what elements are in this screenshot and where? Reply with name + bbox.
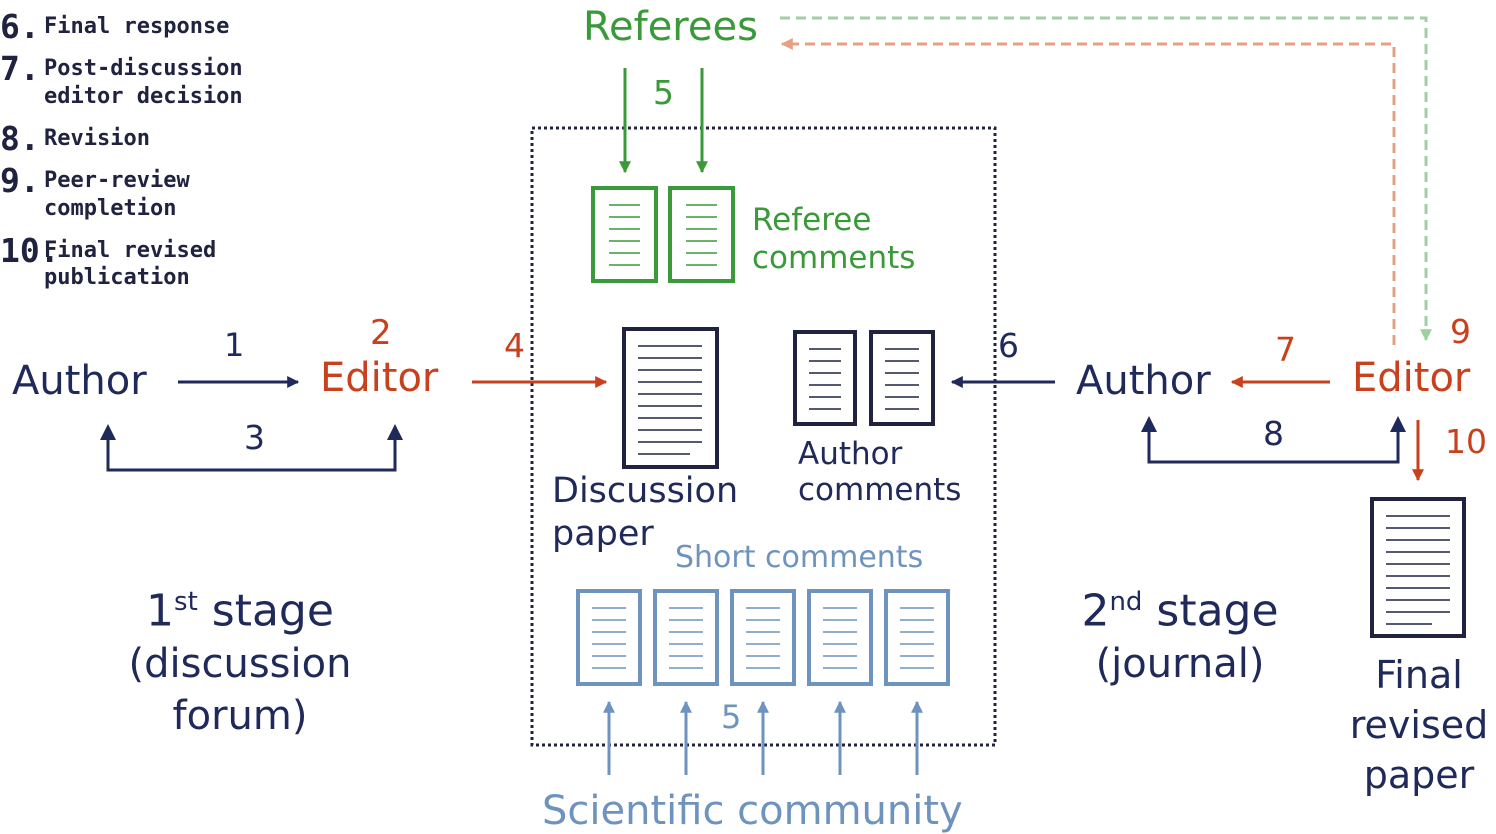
step-5-bottom: 5	[721, 698, 742, 736]
arrow-3	[106, 440, 397, 472]
author-right: Author	[1076, 358, 1211, 404]
referee-comment-doc-1	[591, 186, 658, 283]
referee-comment-doc-2	[668, 186, 735, 283]
step-5-top: 5	[653, 73, 674, 112]
community-arrows	[603, 700, 923, 775]
step-10: 10	[1445, 422, 1487, 461]
editor-right: Editor	[1352, 355, 1471, 401]
second-stage-title: 2nd stage	[1081, 585, 1279, 637]
final-paper-doc	[1370, 497, 1466, 638]
step-2: 2	[370, 313, 392, 353]
discussion-paper-label-2: paper	[552, 514, 654, 554]
author-comments-label-2: comments	[798, 472, 962, 508]
author-comment-doc-1	[793, 330, 857, 426]
step-7: 7	[1275, 330, 1296, 369]
final-paper-label-1: Final	[1375, 653, 1463, 697]
step-1: 1	[224, 326, 245, 364]
step-9: 9	[1450, 312, 1471, 351]
first-stage-label: 1st stage (discussion forum)	[100, 576, 380, 742]
author-comment-doc-2	[869, 330, 935, 426]
short-comment-docs	[576, 589, 950, 686]
discussion-paper-doc	[622, 327, 719, 469]
author-comments-label-1: Author	[798, 436, 903, 472]
final-paper-label-2: revised	[1349, 703, 1489, 747]
step-6: 6	[998, 326, 1019, 365]
editor-left: Editor	[320, 355, 439, 401]
discussion-paper-label-1: Discussion	[552, 471, 739, 511]
referee-comments-label-1: Referee	[752, 202, 872, 238]
final-paper-label: Final revised paper	[1346, 650, 1492, 800]
arrow-8	[1147, 432, 1400, 464]
referees-label: Referees	[583, 4, 758, 50]
first-stage-title: 1st stage	[146, 585, 334, 637]
step-8: 8	[1263, 414, 1284, 453]
second-stage-sub: (journal)	[1095, 640, 1265, 687]
step-4: 4	[504, 326, 525, 365]
dashed-green-line	[780, 16, 1432, 342]
first-stage-sub-2: forum)	[172, 692, 308, 739]
scientific-community-label: Scientific community	[542, 788, 963, 834]
referee-comments-label-2: comments	[752, 240, 916, 276]
first-stage-sub-1: (discussion	[128, 640, 352, 687]
second-stage-label: 2nd stage (journal)	[1040, 576, 1320, 690]
step-3: 3	[244, 418, 265, 457]
dashed-red-line	[780, 38, 1396, 345]
author-left: Author	[12, 358, 147, 404]
short-comments-label: Short comments	[675, 540, 924, 575]
final-paper-label-3: paper	[1363, 753, 1475, 797]
